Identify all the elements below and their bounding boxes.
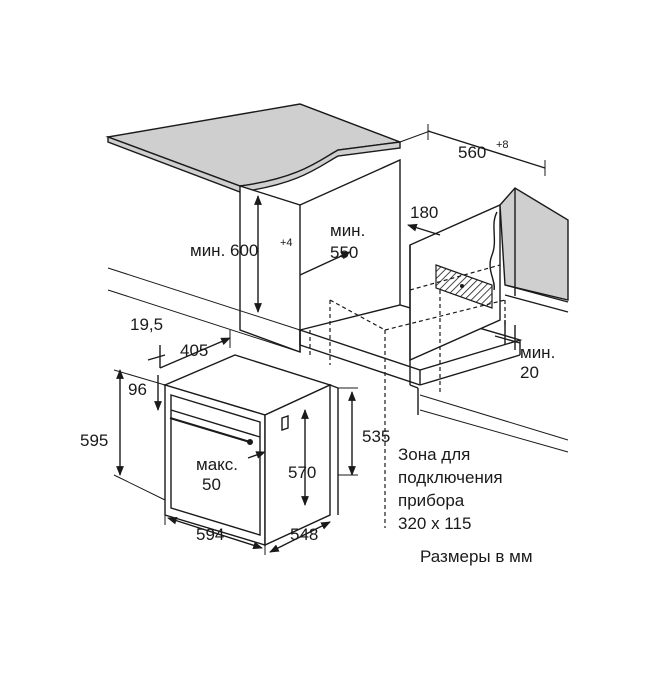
niche-depth-label-1: мин. — [330, 221, 365, 240]
oven-side — [264, 383, 331, 547]
cabinet-niche — [105, 103, 569, 528]
total-width-label: 594 — [196, 525, 224, 544]
inner-height-label: 570 — [288, 463, 316, 482]
worktop-depth-tolerance: +8 — [496, 139, 509, 151]
dimension-labels: 560 +8 мин. 600 +4 мин. 550 180 мин. 20 … — [80, 139, 555, 544]
total-depth-label: 548 — [290, 525, 318, 544]
top-offset-label: 96 — [128, 380, 147, 399]
max-gap-label-1: макс. — [196, 455, 238, 474]
body-height-label: 535 — [362, 427, 390, 446]
panel-thickness-label: 19,5 — [130, 315, 163, 334]
niche-height-tolerance: +4 — [280, 237, 293, 249]
dimension-lines — [113, 124, 546, 555]
rear-gap-label-1: мин. — [520, 343, 555, 362]
connection-zone-line-1: Зона для — [398, 445, 470, 464]
worktop — [105, 103, 401, 187]
connection-zone-line-4: 320 x 115 — [398, 514, 471, 533]
oven — [162, 354, 339, 547]
worktop-depth-label: 560 — [458, 143, 486, 162]
connection-zone-line-3: прибора — [398, 491, 465, 510]
units-note: Размеры в мм — [420, 547, 533, 566]
cable-offset-label: 180 — [410, 203, 438, 222]
connection-zone-box — [435, 264, 493, 309]
total-height-label: 595 — [80, 431, 108, 450]
niche-depth-label-2: 550 — [330, 243, 358, 262]
connection-zone-line-2: подключения — [398, 468, 503, 487]
niche-height-label: мин. 600 — [190, 241, 258, 260]
panel-depth-label: 405 — [180, 341, 208, 360]
max-gap-label-2: 50 — [202, 475, 221, 494]
notes: Зона для подключения прибора 320 x 115 Р… — [398, 445, 533, 566]
rear-gap-label-2: 20 — [520, 363, 539, 382]
worktop-edge — [107, 135, 401, 193]
rear-worktop — [499, 187, 569, 301]
